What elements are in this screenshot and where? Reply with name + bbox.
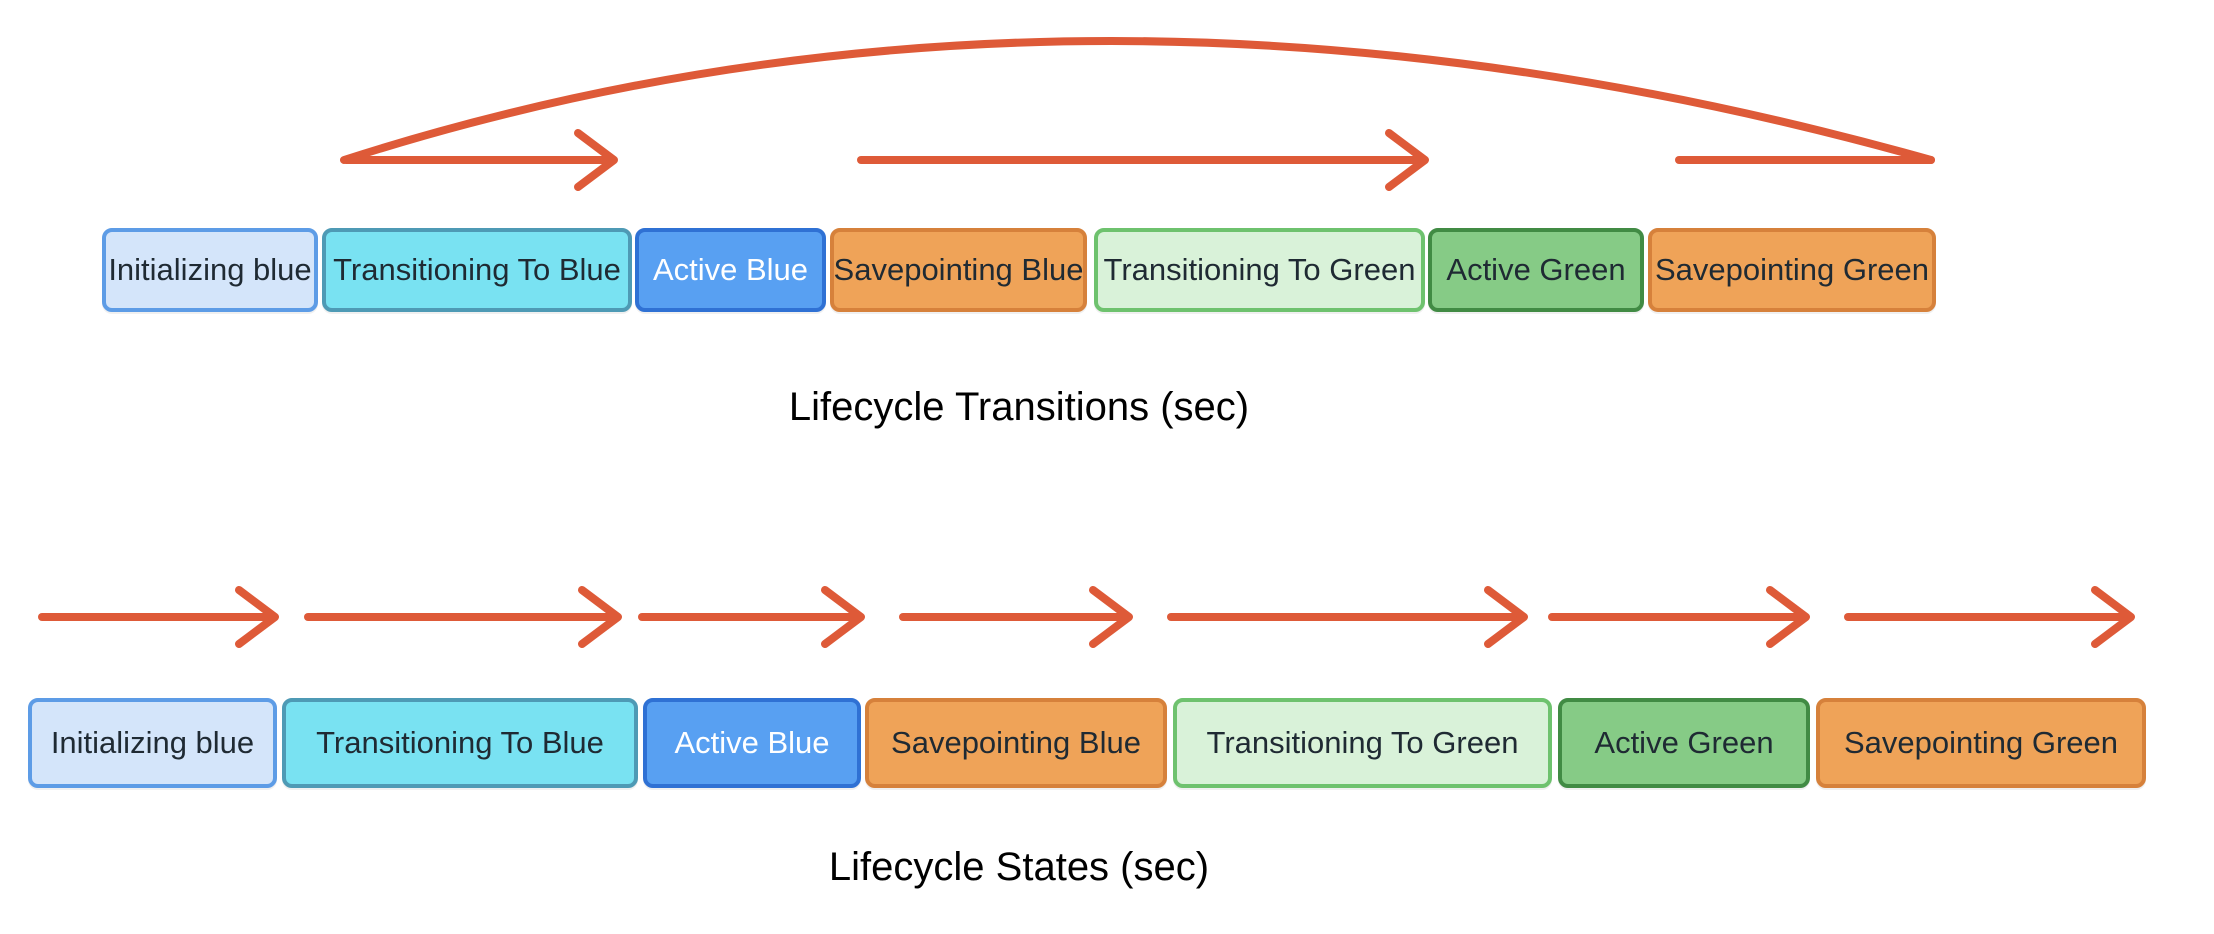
state-arrow-2-head — [578, 586, 622, 648]
transitions-title: Lifecycle Transitions (sec) — [788, 385, 1250, 429]
transition-arrow-1-head — [574, 129, 618, 191]
state-box-active-blue: Active Blue — [643, 698, 861, 788]
state-arrow-band — [38, 586, 2135, 648]
state-box-savepointing-green: Savepointing Green — [1648, 228, 1936, 312]
state-box-active-green: Active Green — [1558, 698, 1810, 788]
state-box-transitioning-to-blue: Transitioning To Blue — [322, 228, 632, 312]
state-box-active-green: Active Green — [1428, 228, 1644, 312]
transition-arrow-band — [340, 37, 1935, 191]
transition-arrow-2-head — [1385, 129, 1429, 191]
cycle-arc — [340, 37, 1935, 164]
state-box-active-blue: Active Blue — [635, 228, 826, 312]
state-label: Savepointing Blue — [833, 252, 1084, 287]
state-box-savepointing-blue: Savepointing Blue — [830, 228, 1087, 312]
state-arrow-7-head — [2091, 586, 2135, 648]
state-label: Savepointing Green — [1654, 252, 1930, 287]
state-arrow-1-head — [235, 586, 279, 648]
state-label: Initializing blue — [50, 725, 255, 760]
state-label: Savepointing Blue — [891, 725, 1141, 760]
state-box-initializing-blue: Initializing blue — [102, 228, 318, 312]
state-label: Active Blue — [652, 252, 809, 287]
states-title: Lifecycle States (sec) — [828, 845, 1210, 889]
state-arrow-4-head — [1089, 586, 1133, 648]
state-label: Active Green — [1446, 252, 1626, 287]
state-arrow-5-head — [1484, 586, 1528, 648]
state-label: Active Blue — [674, 725, 830, 760]
state-arrow-6-head — [1766, 586, 1810, 648]
state-label: Savepointing Green — [1843, 725, 2119, 760]
state-box-savepointing-blue: Savepointing Blue — [865, 698, 1167, 788]
state-box-transitioning-to-green: Transitioning To Green — [1094, 228, 1425, 312]
state-box-transitioning-to-green: Transitioning To Green — [1173, 698, 1552, 788]
state-box-transitioning-to-blue: Transitioning To Blue — [282, 698, 638, 788]
state-arrow-3-head — [821, 586, 865, 648]
state-label: Transitioning To Blue — [316, 725, 604, 760]
state-label: Active Green — [1594, 725, 1774, 760]
state-box-initializing-blue: Initializing blue — [28, 698, 277, 788]
state-label: Initializing blue — [108, 252, 312, 287]
state-label: Transitioning To Blue — [333, 252, 621, 287]
state-label: Transitioning To Green — [1103, 252, 1416, 287]
state-label: Transitioning To Green — [1206, 725, 1519, 760]
state-box-savepointing-green: Savepointing Green — [1816, 698, 2146, 788]
